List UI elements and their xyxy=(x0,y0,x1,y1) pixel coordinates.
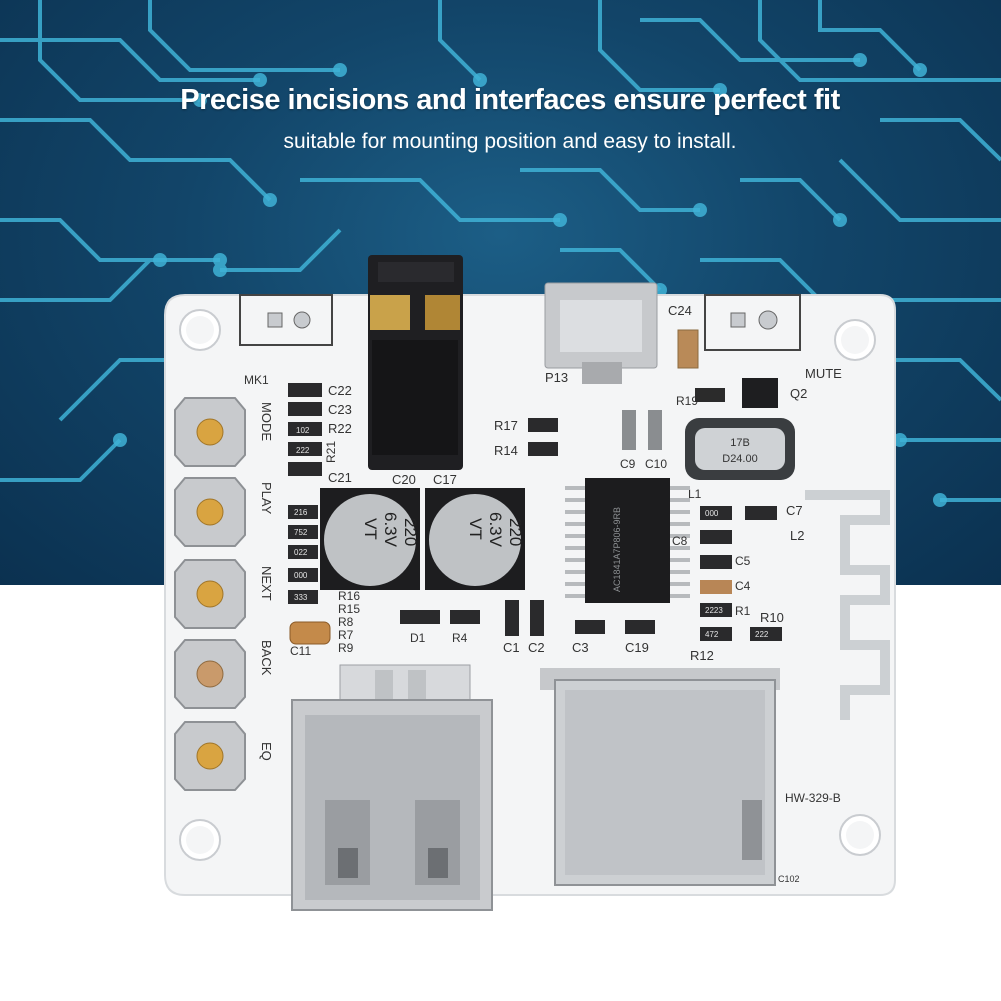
crystal: 17B D24.00 xyxy=(685,418,795,480)
label-d1: D1 xyxy=(410,631,426,645)
crystal-code: 17B xyxy=(730,437,750,449)
cap-right-voltage: 6.3V xyxy=(486,512,505,548)
code-216: 216 xyxy=(294,508,308,517)
code-472: 472 xyxy=(705,630,719,639)
label-l2: L2 xyxy=(790,528,804,543)
label-r1: R1 xyxy=(735,604,751,618)
cap-left-value: 220 xyxy=(401,518,420,546)
usb-a-port xyxy=(291,664,493,911)
label-c3: C3 xyxy=(572,640,589,655)
label-c21: C21 xyxy=(328,470,352,485)
button-next xyxy=(174,559,246,629)
label-c2: C2 xyxy=(528,640,545,655)
label-button-play: PLAY xyxy=(259,482,274,515)
code-000-r: 000 xyxy=(705,509,719,518)
label-r7: R7 xyxy=(338,628,354,642)
main-chip: AC1841A7P806-9RB xyxy=(565,478,690,603)
board-model: HW-329-B xyxy=(785,791,841,805)
code-222-r: 222 xyxy=(755,630,769,639)
mounting-hole-centers xyxy=(186,316,874,854)
label-button-next: NEXT xyxy=(259,566,274,601)
label-mk1: MK1 xyxy=(244,373,269,387)
label-c4: C4 xyxy=(735,579,751,593)
headline: Precise incisions and interfaces ensure … xyxy=(180,84,840,116)
subline: suitable for mounting position and easy … xyxy=(283,130,737,153)
label-r10: R10 xyxy=(760,610,784,625)
label-r15: R15 xyxy=(338,602,360,616)
capacitor-left: 220 6.3V VT xyxy=(320,488,420,590)
code-000: 000 xyxy=(294,571,308,580)
label-c1: C1 xyxy=(503,640,520,655)
label-mute: MUTE xyxy=(805,366,842,381)
label-r14: R14 xyxy=(494,443,518,458)
chip-text: AC1841A7P806-9RB xyxy=(612,507,622,592)
label-r8: R8 xyxy=(338,615,354,629)
label-c24: C24 xyxy=(668,303,692,318)
label-r22: R22 xyxy=(328,421,352,436)
label-r12: R12 xyxy=(690,648,714,663)
label-r4: R4 xyxy=(452,631,468,645)
label-c5: C5 xyxy=(735,554,751,568)
label-c102: C102 xyxy=(778,874,800,884)
label-c10: C10 xyxy=(645,457,667,471)
cap-right-value: 220 xyxy=(506,518,525,546)
label-l1: L1 xyxy=(688,487,702,501)
label-c9: C9 xyxy=(620,457,636,471)
label-p13: P13 xyxy=(545,370,568,385)
cap-left-voltage: 6.3V xyxy=(381,512,400,548)
label-r17: R17 xyxy=(494,418,518,433)
label-r21: R21 xyxy=(324,441,338,463)
label-button-back: BACK xyxy=(259,640,274,676)
tf-card-slot xyxy=(540,668,780,886)
button-play xyxy=(174,477,246,547)
label-c22: C22 xyxy=(328,383,352,398)
circuit-traces xyxy=(0,0,1001,507)
label-r19: R19 xyxy=(676,394,698,408)
label-c7: C7 xyxy=(786,503,803,518)
label-c20: C20 xyxy=(392,472,416,487)
code-102: 102 xyxy=(296,426,310,435)
label-c8: C8 xyxy=(672,534,688,548)
label-r16: R16 xyxy=(338,589,360,603)
antenna-trace xyxy=(805,490,890,720)
code-2223: 2223 xyxy=(705,606,723,615)
capacitor-right: 220 6.3V VT xyxy=(425,488,525,590)
label-c17: C17 xyxy=(433,472,457,487)
smd-resistors-left xyxy=(288,383,322,604)
label-c23: C23 xyxy=(328,402,352,417)
micro-usb-port xyxy=(544,282,658,384)
crystal-label: D24.00 xyxy=(722,453,757,465)
label-c11: C11 xyxy=(290,644,311,658)
cap-right-series: VT xyxy=(466,518,485,540)
button-eq xyxy=(174,721,246,791)
cap-left-series: VT xyxy=(361,518,380,540)
audio-jack xyxy=(368,255,463,470)
button-back xyxy=(174,639,246,709)
code-752: 752 xyxy=(294,528,308,537)
label-c19: C19 xyxy=(625,640,649,655)
code-022: 022 xyxy=(294,548,308,557)
code-333: 333 xyxy=(294,593,308,602)
label-button-mode: MODE xyxy=(259,402,274,441)
button-mode xyxy=(174,397,246,467)
label-button-eq: EQ xyxy=(259,742,274,761)
label-q2: Q2 xyxy=(790,386,807,401)
code-222: 222 xyxy=(296,446,310,455)
label-r9: R9 xyxy=(338,641,354,655)
